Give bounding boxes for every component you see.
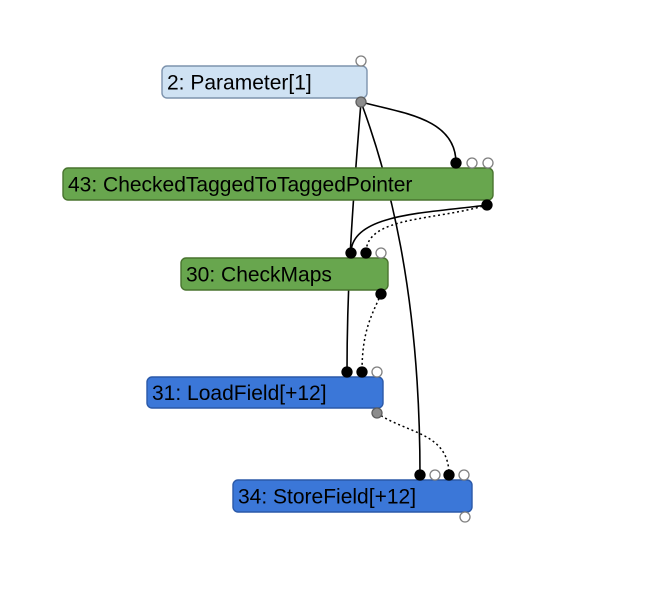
edge-2-to-34 (360, 101, 421, 476)
port-hollow-top-node43-2[interactable] (482, 157, 494, 169)
edge-layer (346, 101, 488, 476)
port-filled-top-node30-0[interactable] (345, 247, 357, 259)
port-filled-top-node34-2[interactable] (443, 469, 455, 481)
edge-43-to-30-effect (365, 204, 488, 254)
port-filled-bottom-node30-3[interactable] (375, 288, 387, 300)
port-gray-bottom-node31-3[interactable] (371, 407, 383, 419)
node-label-34: 34: StoreField[+12] (238, 486, 416, 509)
edge-30-to-31-effect (361, 293, 382, 373)
port-hollow-top-node31-2[interactable] (371, 366, 383, 378)
node-box-34[interactable] (232, 479, 473, 513)
node-label-31: 31: LoadField[+12] (152, 382, 327, 405)
port-hollow-top-node2-0[interactable] (355, 55, 367, 67)
node-box-30[interactable] (180, 257, 389, 291)
port-hollow-top-node30-2[interactable] (375, 247, 387, 259)
port-gray-bottom-node2-1[interactable] (355, 96, 367, 108)
port-filled-bottom-node43-3[interactable] (481, 199, 493, 211)
edge-2-to-43 (360, 101, 457, 164)
port-layer (341, 55, 494, 523)
port-hollow-top-node34-1[interactable] (429, 469, 441, 481)
node-box-2[interactable] (161, 65, 368, 99)
graph-node-30[interactable]: 30: CheckMaps (180, 257, 389, 291)
node-label-30: 30: CheckMaps (186, 264, 332, 287)
node-box-31[interactable] (146, 376, 384, 409)
port-hollow-top-node43-1[interactable] (466, 157, 478, 169)
edge-2-to-31 (346, 101, 362, 373)
port-hollow-top-node34-3[interactable] (458, 469, 470, 481)
port-filled-top-node31-1[interactable] (356, 366, 368, 378)
port-filled-top-node43-0[interactable] (450, 157, 462, 169)
port-hollow-bottom-node34-4[interactable] (459, 511, 471, 523)
edge-31-to-34-effect (376, 412, 450, 476)
graph-node-31[interactable]: 31: LoadField[+12] (146, 376, 384, 409)
port-filled-top-node34-0[interactable] (414, 469, 426, 481)
graph-node-34[interactable]: 34: StoreField[+12] (232, 479, 473, 513)
edge-43-to-30 (350, 204, 488, 254)
node-label-2: 2: Parameter[1] (167, 72, 312, 95)
node-box-43[interactable] (62, 167, 494, 201)
graph-node-43[interactable]: 43: CheckedTaggedToTaggedPointer (62, 167, 494, 201)
graph-node-2[interactable]: 2: Parameter[1] (161, 65, 368, 99)
port-filled-top-node31-0[interactable] (341, 366, 353, 378)
node-layer: 2: Parameter[1] 43: CheckedTaggedToTagged… (62, 65, 494, 513)
node-label-43: 43: CheckedTaggedToTaggedPointer (68, 174, 412, 197)
port-filled-top-node30-1[interactable] (360, 247, 372, 259)
